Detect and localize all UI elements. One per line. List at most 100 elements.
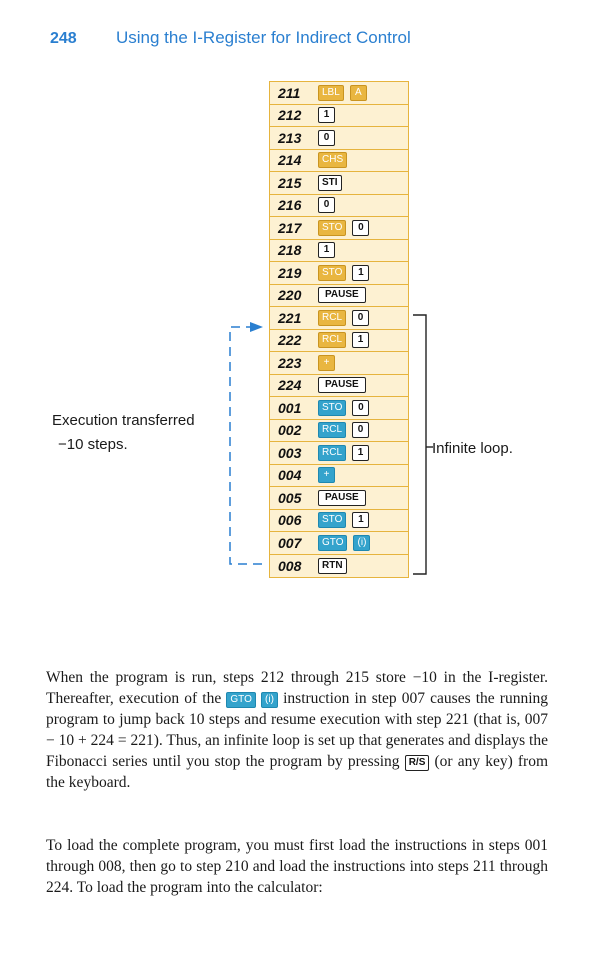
listing-row: 008 RTN [270, 555, 408, 578]
key-cap: + [318, 467, 335, 484]
step-number: 215 [278, 174, 302, 191]
key-sequence: + [318, 354, 335, 371]
step-number: 001 [278, 399, 302, 416]
key-cap: PAUSE [318, 287, 366, 304]
listing-row: 216 0 [270, 195, 408, 217]
step-number: 223 [278, 354, 302, 371]
key-cap: 1 [352, 332, 370, 349]
key-cap: 0 [352, 422, 370, 439]
listing-row: 213 0 [270, 127, 408, 150]
key-sequence: 1 [318, 242, 335, 259]
step-number: 211 [278, 84, 301, 101]
key-sequence: + [318, 467, 335, 484]
key-sequence: RCL 0 [318, 309, 370, 326]
body-paragraph-1: When the program is run, steps 212 throu… [46, 667, 548, 793]
paragraph-text: When the program is run, steps 212 throu… [46, 669, 548, 707]
key-sequence: PAUSE [318, 489, 366, 506]
key-cap: 1 [352, 512, 370, 529]
step-number: 217 [278, 219, 302, 236]
listing-row: 215 STI [270, 172, 408, 195]
listing-row: 221 RCL 0 [270, 307, 408, 330]
key-cap: 0 [318, 197, 335, 214]
key-cap: 0 [352, 399, 370, 416]
key-sequence: RTN [318, 557, 347, 574]
step-number: 216 [278, 197, 302, 214]
key-cap: RTN [318, 557, 347, 574]
key-cap: 1 [318, 107, 335, 124]
page-title: Using the I-Register for Indirect Contro… [116, 28, 411, 47]
step-number: 213 [278, 129, 302, 146]
rs-key-inline: R/S [404, 755, 430, 771]
key-cap: 0 [352, 309, 370, 326]
step-number: 004 [278, 467, 302, 484]
listing-row: 001 STO 0 [270, 397, 408, 420]
key-sequence: RCL 1 [318, 332, 370, 349]
step-number: 214 [278, 152, 302, 169]
key-sequence: STO 1 [318, 264, 370, 281]
key-cap: PAUSE [318, 377, 366, 394]
step-number: 005 [278, 489, 302, 506]
key-cap: 0 [318, 129, 335, 146]
key-cap: GTO [318, 534, 348, 551]
minus-ten-steps-label: −10 steps. [58, 436, 128, 453]
key-cap: RCL [318, 444, 347, 461]
key-sequence: PAUSE [318, 377, 366, 394]
step-number: 224 [278, 377, 302, 394]
paragraph-text: instruction in step 007 causes the runni… [46, 690, 549, 770]
key-sequence: STI [318, 174, 342, 191]
key-sequence: 1 [318, 107, 335, 124]
key-cap: STO [318, 264, 347, 281]
listing-row: 004 + [270, 465, 408, 487]
body-paragraph-2: To load the complete program, you must f… [46, 837, 548, 896]
step-number: 220 [278, 287, 302, 304]
key-cap: 0 [352, 219, 370, 236]
key-sequence: 0 [318, 197, 335, 214]
key-cap: LBL [318, 84, 344, 101]
infinite-loop-label: Infinite loop. [432, 440, 513, 457]
step-number: 008 [278, 557, 302, 574]
listing-row: 223 + [270, 352, 408, 375]
key-cap: RCL [318, 309, 347, 326]
listing-row: 220 PAUSE [270, 285, 408, 307]
key-cap: RCL [318, 332, 347, 349]
step-number: 002 [278, 422, 302, 439]
execution-transferred-label: Execution transferred [52, 412, 195, 429]
key-cap: (i) [353, 534, 371, 551]
key-sequence: STO 0 [318, 399, 370, 416]
paragraph-text: (or any key) from the keyboard. [46, 753, 548, 791]
key-sequence: RCL 1 [318, 444, 370, 461]
infinite-loop-bracket [413, 314, 427, 575]
page-number: 248 [50, 30, 77, 47]
key-cap: STO [318, 399, 347, 416]
i-key-inline: (i) [260, 692, 278, 708]
step-number: 006 [278, 512, 302, 529]
key-cap: STI [318, 174, 342, 191]
step-number: 221 [278, 309, 302, 326]
transfer-arrowhead-icon [250, 322, 263, 332]
key-sequence: GTO (i) [318, 534, 371, 551]
step-number: 222 [278, 332, 302, 349]
page-header: 248 Using the I-Register for Indirect Co… [50, 28, 411, 50]
gto-key-inline: GTO [226, 692, 256, 708]
key-cap: 1 [352, 264, 370, 281]
execution-transfer-dashed-line [229, 326, 262, 565]
key-sequence: 0 [318, 129, 335, 146]
key-cap: 1 [352, 444, 370, 461]
listing-row: 005 PAUSE [270, 487, 408, 510]
listing-row: 222 RCL 1 [270, 330, 408, 352]
key-cap: PAUSE [318, 489, 366, 506]
